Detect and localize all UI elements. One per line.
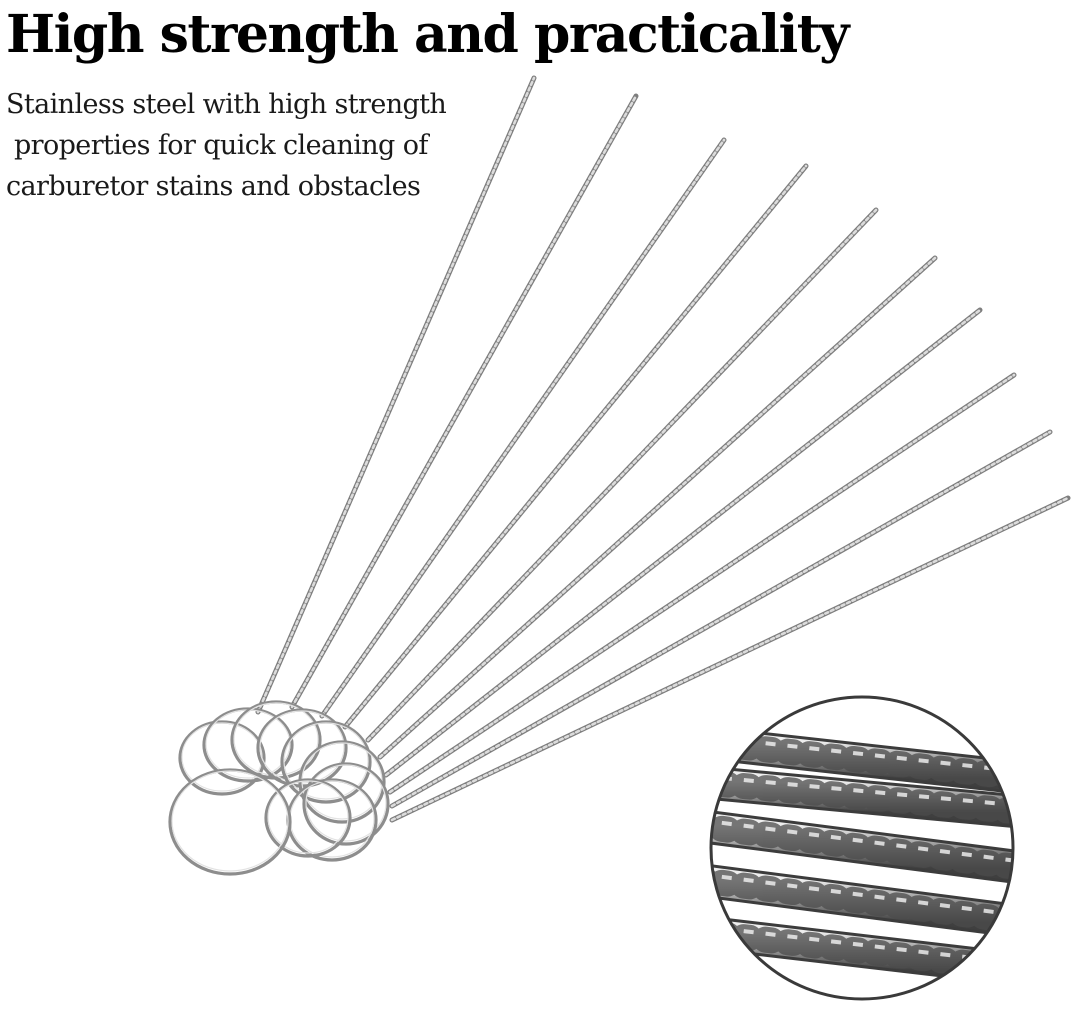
ring-3 <box>230 700 322 780</box>
detail-strand-2-twist <box>712 769 1012 825</box>
ring-7-highlight <box>305 764 387 842</box>
detail-strand-1-twist <box>712 729 1012 791</box>
description-line-1: Stainless steel with high strength <box>6 89 447 120</box>
ring-5-highlight <box>283 722 369 800</box>
needle-8-twist <box>388 373 1016 794</box>
key-ring-cluster <box>168 700 390 876</box>
ring-5 <box>280 720 372 804</box>
needle-9-twist <box>390 430 1052 808</box>
ring-10 <box>168 768 292 876</box>
needle-3-twist <box>320 138 726 718</box>
ring-9 <box>264 778 352 858</box>
detail-strand-3-twist <box>712 813 1012 881</box>
ring-1 <box>178 720 266 796</box>
detail-strand-4-twist <box>712 867 1012 935</box>
needle-10-twist <box>390 496 1070 822</box>
detail-strand-4-shine <box>712 872 1012 918</box>
needle-5-twist <box>366 208 878 742</box>
detail-strand-3-shine <box>712 818 1012 864</box>
twisted-wire-closeup <box>712 698 1012 998</box>
needle-6-twist <box>378 256 937 759</box>
description-line-2: properties for quick cleaning of <box>6 130 428 161</box>
needle-7-twist <box>384 308 982 777</box>
ring-9-highlight <box>267 780 349 854</box>
ring-7 <box>302 762 390 846</box>
wire-detail-magnifier <box>709 695 1015 1001</box>
ring-10-highlight <box>171 770 289 872</box>
needle-2-twist <box>290 94 638 709</box>
feature-description: Stainless steel with high strength prope… <box>6 84 506 207</box>
needle-4-twist <box>343 164 808 729</box>
cleaning-needle-set <box>255 75 1071 823</box>
headline-title: High strength and practicality <box>6 4 849 65</box>
description-line-3: carburetor stains and obstacles <box>6 171 421 202</box>
detail-strand-1-shine <box>712 734 1012 774</box>
detail-frame-ring <box>709 695 1015 1001</box>
needle-1-twist <box>256 76 536 714</box>
detail-strand-2-shine <box>712 774 1012 808</box>
